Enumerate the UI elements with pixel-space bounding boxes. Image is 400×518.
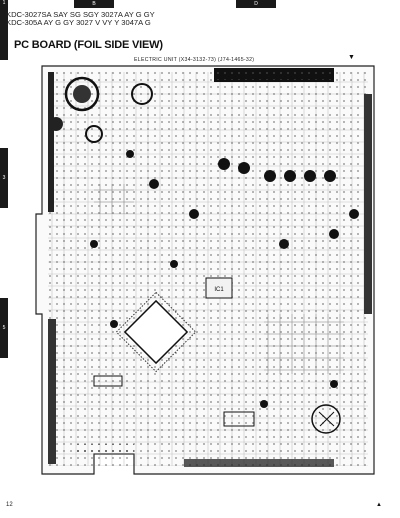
row-tab-3-label: 3	[2, 175, 6, 181]
page-number: 12	[6, 502, 13, 508]
ic-label: IC1	[214, 287, 224, 293]
row-tab-3: 3	[0, 148, 8, 208]
marker-bottom-icon: ▲	[376, 502, 382, 508]
column-tab-d: D	[236, 0, 276, 8]
row-tab-1: 1	[0, 0, 8, 60]
column-tab-b: B	[74, 0, 114, 8]
row-tab-1-label: 1	[2, 0, 6, 6]
row-tab-5: 5	[0, 298, 8, 358]
pcb-foil-board: IC1	[35, 65, 375, 475]
row-tab-5-label: 5	[2, 325, 6, 331]
model-line-2: KDC-305A AY G GY 3027 V VY Y 3047A G	[6, 18, 151, 27]
model-line-1: KDC-3027SA SAY SG SGY 3027A AY G GY	[6, 10, 155, 19]
page-title: PC BOARD (FOIL SIDE VIEW)	[14, 39, 163, 51]
unit-label: ELECTRIC UNIT (X34-3132-73) (J74-1465-32…	[134, 57, 255, 63]
marker-top-icon: ▼	[348, 54, 355, 61]
